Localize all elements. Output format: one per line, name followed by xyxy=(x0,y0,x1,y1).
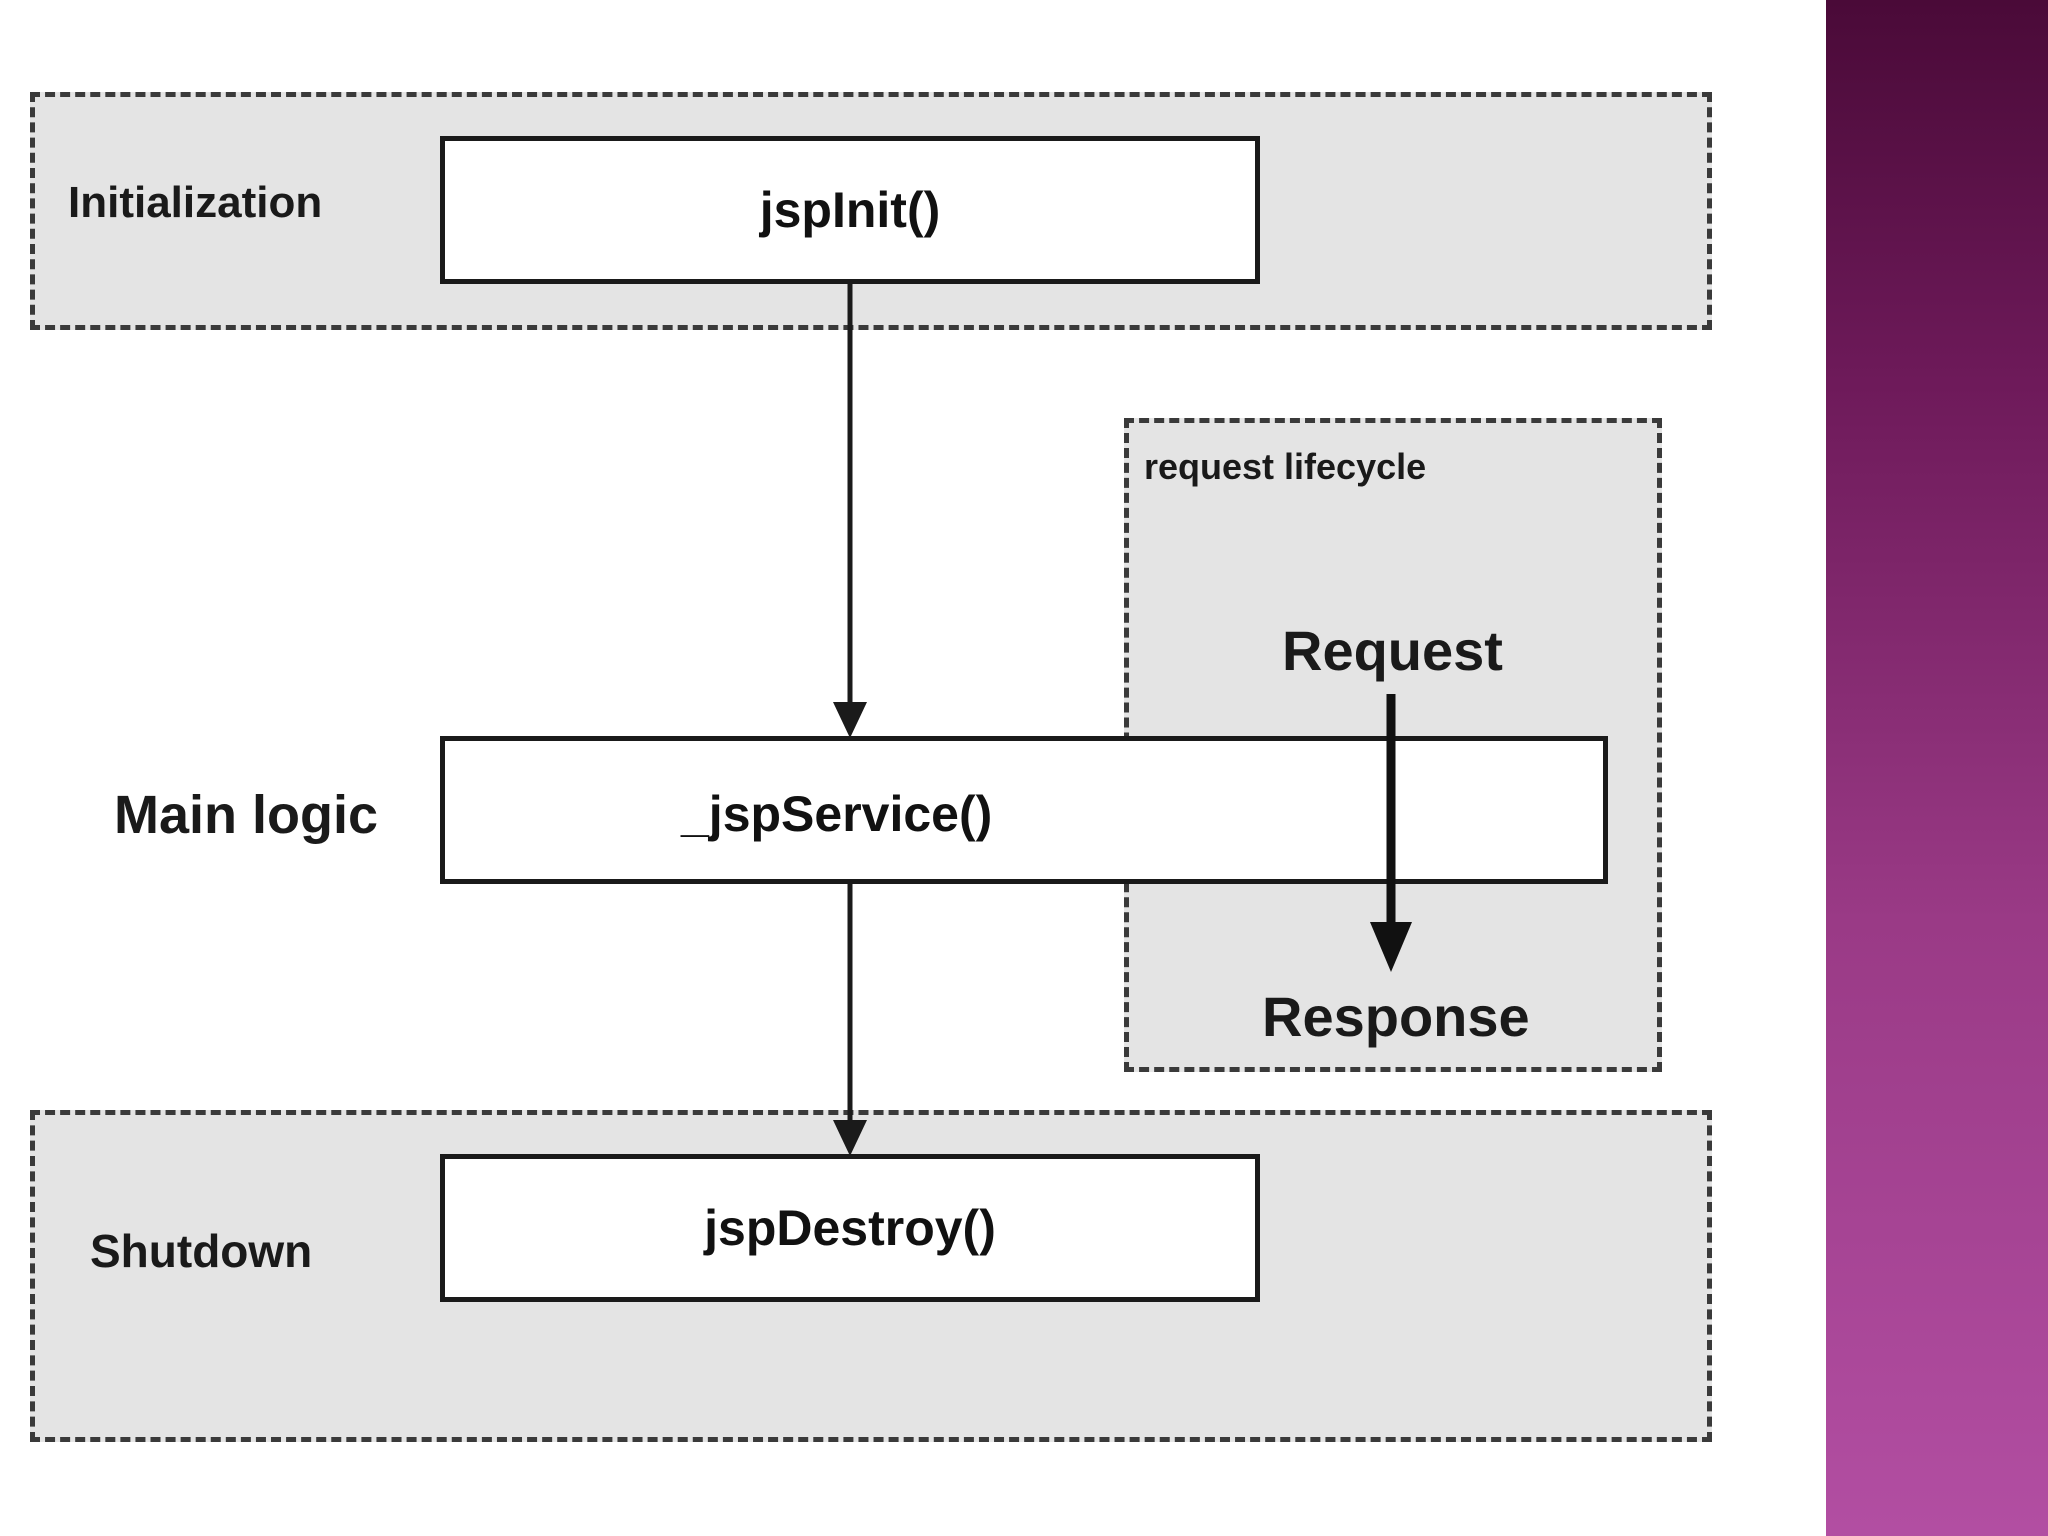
main-logic-label: Main logic xyxy=(114,785,379,845)
jspinit-box: jspInit() xyxy=(440,136,1260,284)
jspservice-box: _jspService() xyxy=(440,736,1608,884)
jspdestroy-box: jspDestroy() xyxy=(440,1154,1260,1302)
request-lifecycle-title: request lifecycle xyxy=(1144,446,1427,487)
initialization-label: Initialization xyxy=(68,178,323,227)
jspservice-method: _jspService() xyxy=(681,786,993,842)
init-to-service-arrowhead xyxy=(833,702,867,738)
shutdown-label: Shutdown xyxy=(90,1225,313,1277)
request-label: Request xyxy=(1282,619,1503,682)
decorative-side-panel xyxy=(1826,0,2048,1536)
response-label: Response xyxy=(1262,985,1530,1048)
